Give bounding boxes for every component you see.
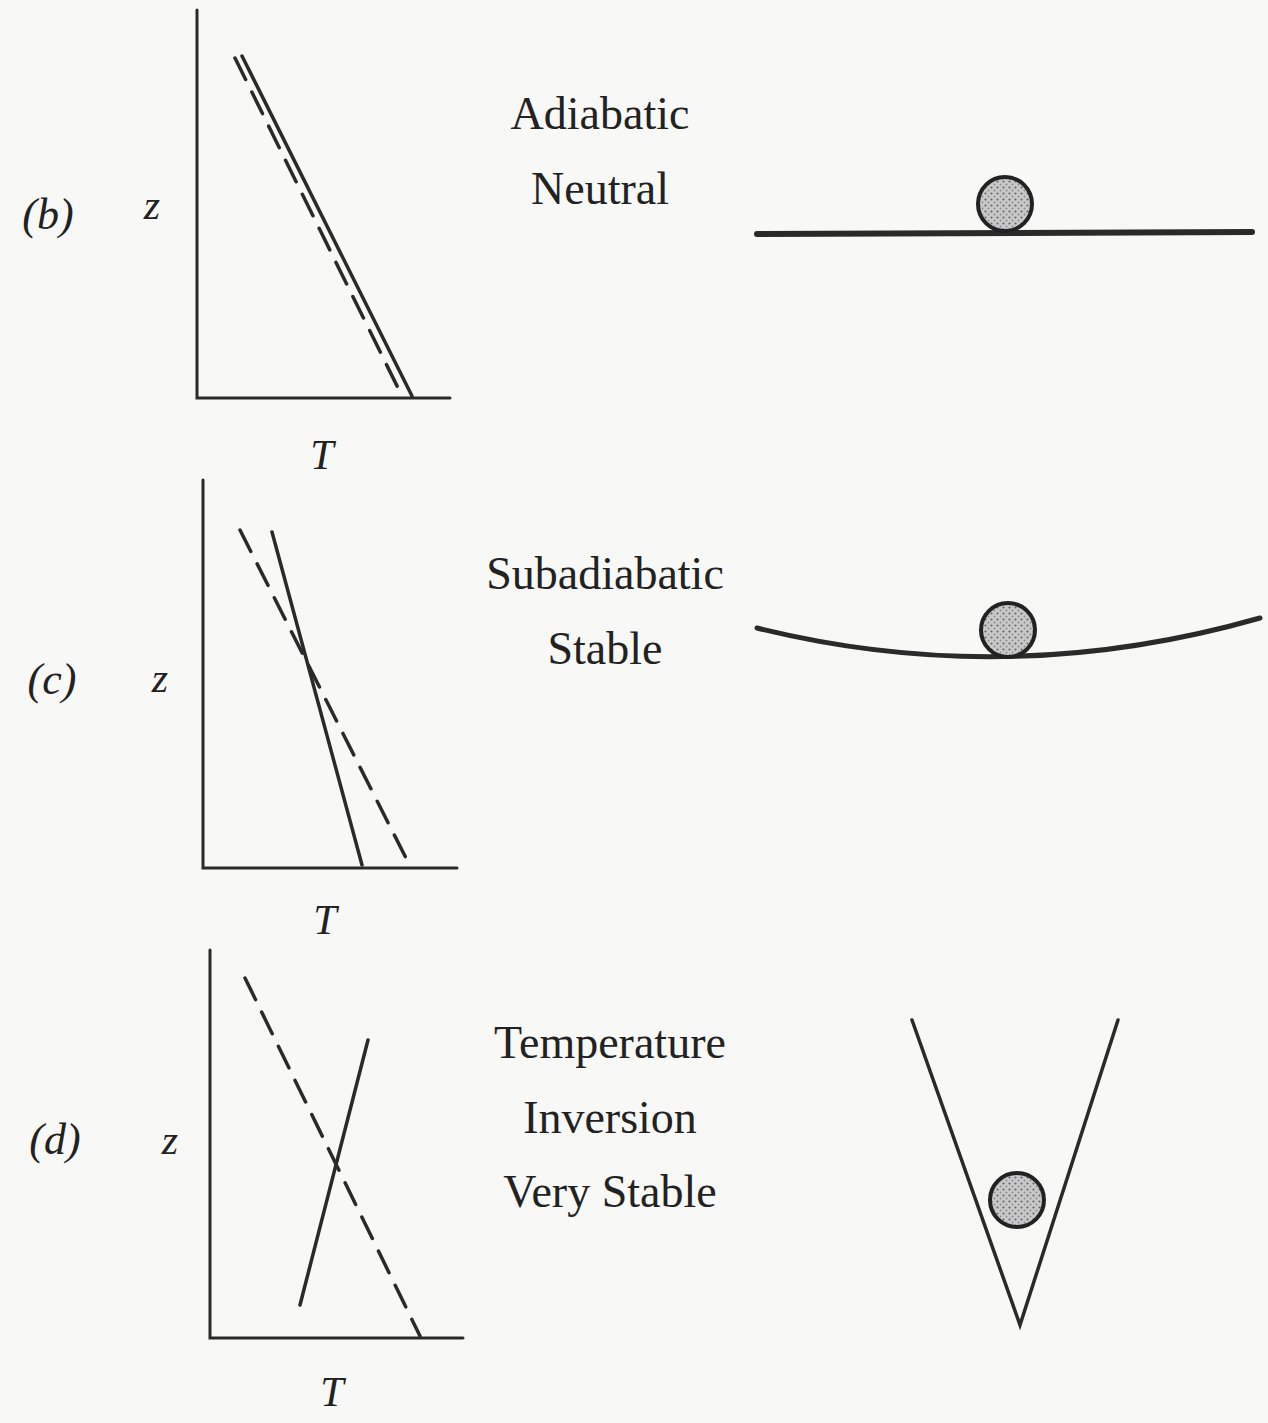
adiabatic-lapse-line: [240, 530, 410, 866]
plot-axes: [210, 950, 463, 1338]
panel-letter: (d): [29, 1116, 80, 1164]
panel-letter: (b): [22, 191, 73, 239]
panel-letter: (c): [28, 656, 77, 704]
ball: [981, 603, 1035, 657]
ball: [990, 1173, 1044, 1227]
axis-label: T: [313, 897, 336, 943]
axis-label: z: [144, 182, 160, 228]
axis-label: T: [310, 432, 333, 478]
environment-lapse-line: [272, 532, 362, 865]
plot-axes: [203, 480, 457, 868]
stability-caption: Subadiabatic Stable: [471, 537, 739, 686]
environment-lapse-line: [300, 1040, 368, 1305]
axis-label: z: [162, 1117, 178, 1163]
ball: [978, 177, 1032, 231]
stability-caption: Adiabatic Neutral: [499, 77, 702, 226]
v-valley: [912, 1020, 1118, 1325]
environment-lapse-line: [242, 56, 412, 396]
axis-label: T: [320, 1369, 343, 1415]
adiabatic-lapse-line: [235, 58, 402, 396]
plot-axes: [197, 10, 450, 398]
axis-label: z: [152, 655, 168, 701]
stability-caption: Temperature Inversion Very Stable: [480, 1006, 741, 1230]
adiabatic-lapse-line: [245, 978, 420, 1336]
